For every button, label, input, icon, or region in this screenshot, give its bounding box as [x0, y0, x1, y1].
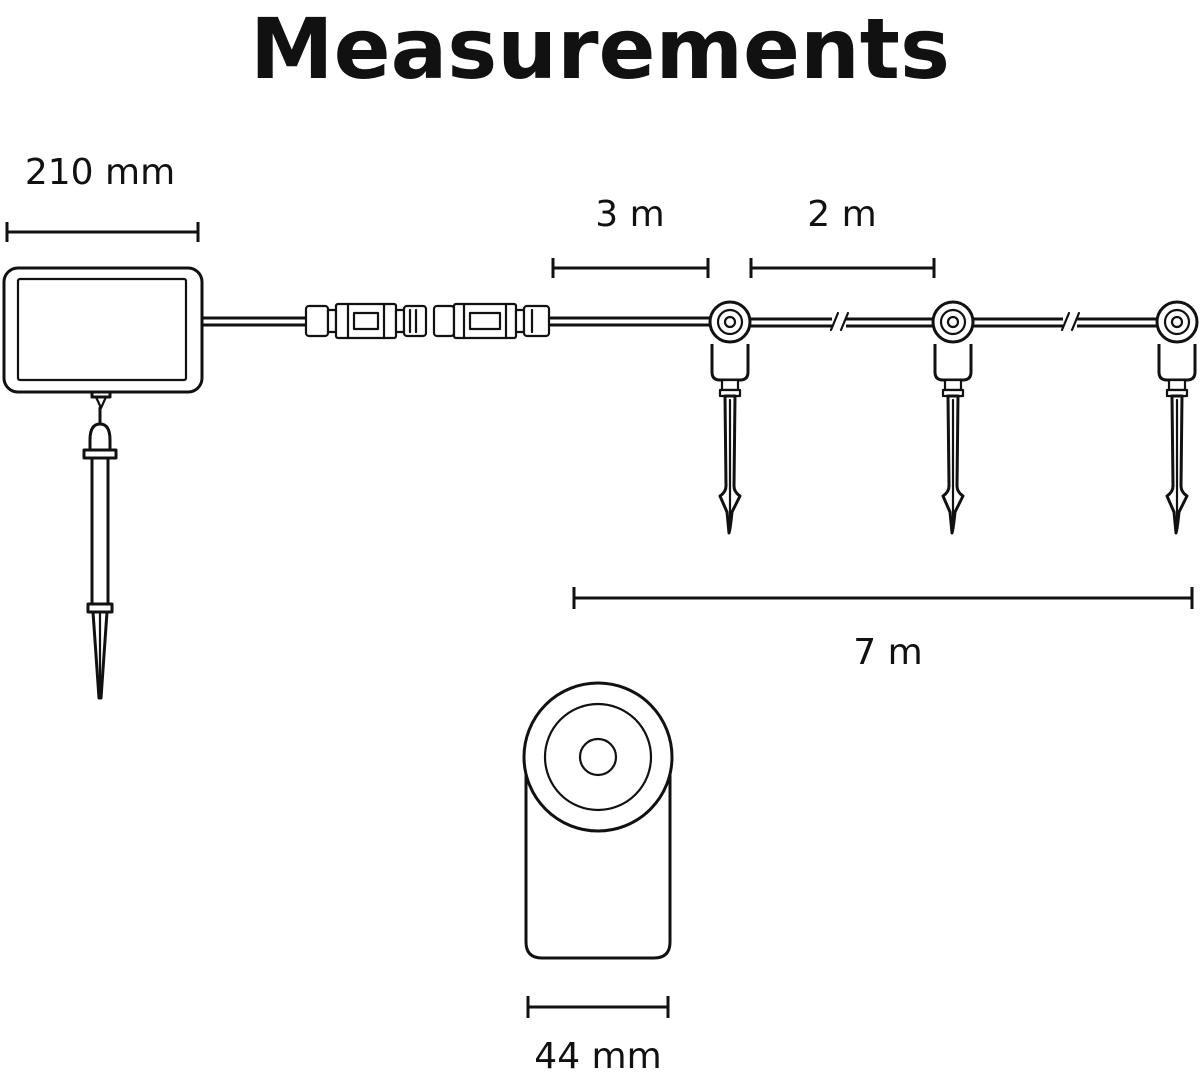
solar-panel [2, 266, 204, 426]
dimension-label-210mm: 210 mm [25, 152, 175, 193]
spotlight-2 [931, 300, 975, 535]
dimension-label-3m: 3 m [595, 194, 664, 235]
dimension-label-44mm: 44 mm [534, 1036, 661, 1074]
dimension-total-length: 7 m [572, 587, 1194, 673]
dimension-first-cable: 3 m [551, 194, 710, 278]
solar-panel-stake [82, 422, 118, 700]
main-cable [200, 311, 1160, 332]
spotlight-3 [1155, 300, 1199, 535]
dimension-label-7m: 7 m [853, 632, 922, 673]
cable-connector-left [304, 302, 428, 340]
spotlight-1 [708, 300, 752, 535]
cable-connector-right [432, 302, 551, 340]
dimension-light-width: 44 mm [526, 996, 670, 1074]
dimension-spacing: 2 m [749, 194, 936, 278]
page-title: Measurements [250, 0, 950, 98]
dimension-label-2m: 2 m [807, 194, 876, 235]
dimension-panel-width: 210 mm [5, 152, 200, 242]
spotlight-detail [522, 681, 674, 960]
